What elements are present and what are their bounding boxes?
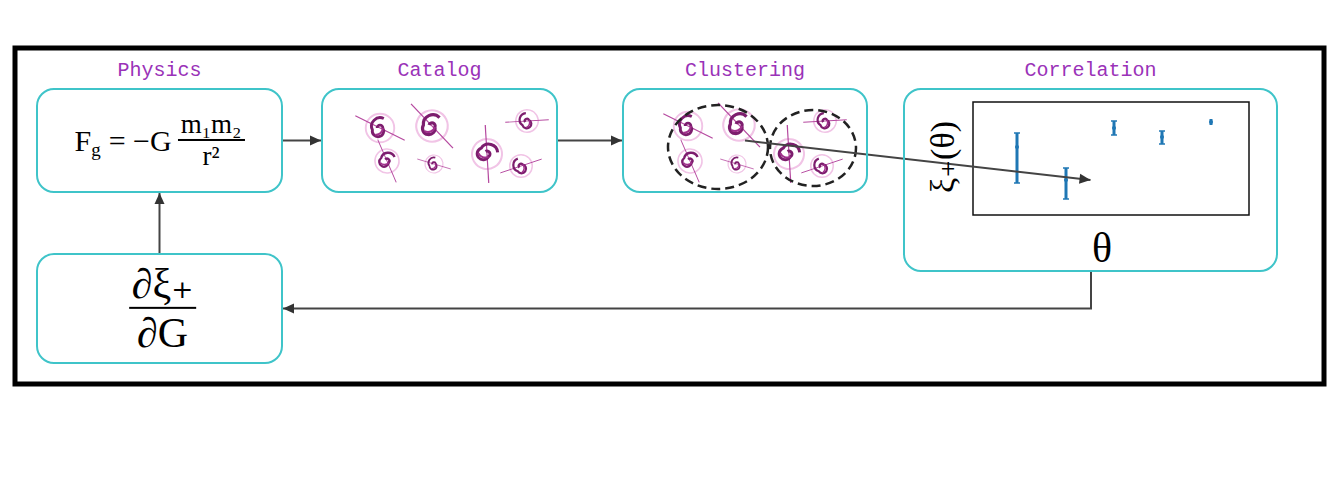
denominator: r² [203,141,220,172]
formula-subscript: g [91,139,101,161]
process-box: Correlationξ₊(θ)θ [903,88,1278,272]
outer-frame [15,48,1324,384]
process-box: Clustering [622,88,868,193]
fraction: m₁m₂r² [178,109,245,171]
flow-arrow [558,136,622,146]
numerator: m₁m₂ [178,109,245,140]
step-heading: Correlation [885,59,1296,82]
flow-arrow [155,193,165,253]
fraction: ∂ξ₊∂G [129,261,197,355]
flow-arrow [745,141,1091,184]
correlation-plot [973,102,1249,215]
denominator: ∂G [137,308,188,355]
process-box: Catalog [321,88,558,193]
flow-arrow [283,136,321,146]
flow-arrow [283,272,1091,314]
process-box: ∂ξ₊∂G [36,253,283,364]
formula: ∂ξ₊∂G [123,261,197,355]
process-box: PhysicsFg= −Gm₁m₂r² [36,88,283,193]
catalog-galaxies [355,102,549,188]
step-heading: Catalog [303,59,576,82]
formula: Fg = −Gm₁m₂r² [74,109,244,171]
formula-symbol: = −G [109,124,172,158]
step-heading: Physics [18,59,301,82]
axis-label: θ [1092,224,1112,272]
numerator: ∂ξ₊ [129,261,197,308]
axis-label: ξ₊(θ) [922,121,962,193]
step-heading: Clustering [604,59,886,82]
formula-symbol: F [74,124,91,158]
clustering-galaxies [663,101,856,189]
